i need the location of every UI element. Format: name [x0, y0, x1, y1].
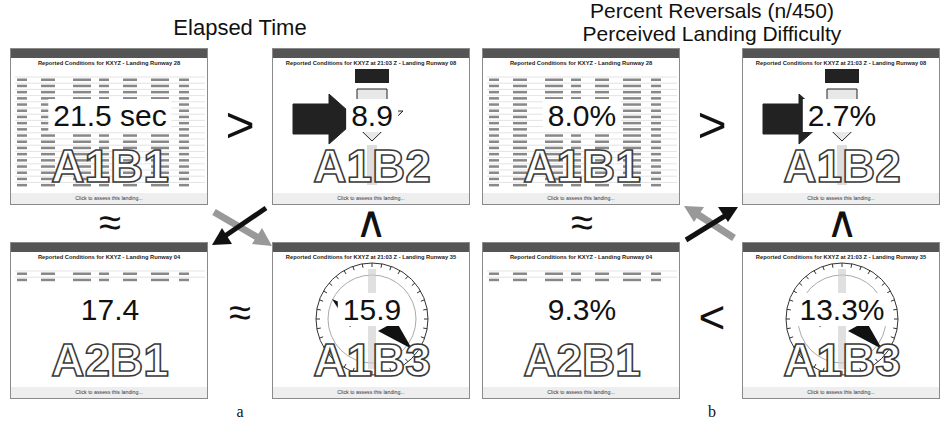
- screen-heading: Reported Conditions for KXYZ - Landing R…: [11, 254, 207, 260]
- measure-value: 8.0%: [543, 99, 621, 132]
- panel-title: Perceived Landing Difficulty: [583, 22, 842, 45]
- condition-label: A2B1: [51, 337, 169, 383]
- landing-screenshot: Reported Conditions for KXYZ - Landing R…: [482, 48, 680, 205]
- condition-label: A2B1: [523, 337, 641, 383]
- condition-label: A1B2: [313, 143, 431, 189]
- comparison-symbol: >: [225, 98, 254, 153]
- screen-heading: Reported Conditions for KXYZ - Landing R…: [483, 254, 679, 260]
- panel-letter: b: [708, 403, 716, 421]
- landing-screenshot: Reported Conditions for KXYZ at 21:03 Z …: [272, 48, 470, 205]
- condition-label: A1B1: [51, 143, 169, 189]
- crossed-arrows-b: [684, 206, 738, 240]
- comparison-symbol: <: [699, 292, 726, 343]
- comparison-symbol: ≈: [229, 290, 251, 334]
- comparison-symbol: ≈: [99, 200, 121, 244]
- landing-screenshot: Reported Conditions for KXYZ - Landing R…: [10, 242, 208, 399]
- comparison-symbol: ≈: [571, 200, 593, 244]
- screen-footer: Click to assess this landing...: [743, 389, 939, 395]
- measure-value: 2.7%: [803, 99, 881, 132]
- crossed-arrows-a: [212, 208, 272, 246]
- landing-screenshot: Reported Conditions for KXYZ - Landing R…: [482, 242, 680, 399]
- measure-value: 8.9: [346, 99, 398, 132]
- measure-value: 17.4: [76, 293, 144, 326]
- condition-label: A1B3: [783, 337, 901, 383]
- screen-heading: Reported Conditions for KXYZ at 21:03 Z …: [273, 60, 469, 66]
- screen-footer: Click to assess this landing...: [273, 389, 469, 395]
- measure-value: 9.3%: [543, 293, 621, 326]
- panel-letter: a: [236, 403, 243, 421]
- measure-value: 21.5 sec: [48, 99, 171, 132]
- condition-label: A1B2: [783, 143, 901, 189]
- comparison-symbol: >: [697, 98, 726, 153]
- condition-label: A1B3: [313, 337, 431, 383]
- condition-label: A1B1: [523, 143, 641, 189]
- screen-heading: Reported Conditions for KXYZ at 21:03 Z …: [743, 254, 939, 260]
- landing-screenshot: Reported Conditions for KXYZ - Landing R…: [10, 48, 208, 205]
- landing-screenshot: Reported Conditions for KXYZ at 21:03 Z …: [272, 242, 470, 399]
- screen-heading: Reported Conditions for KXYZ at 21:03 Z …: [743, 60, 939, 66]
- measure-value: 15.9: [338, 293, 406, 326]
- panel-title: Percent Reversals (n/450): [590, 0, 834, 22]
- screen-heading: Reported Conditions for KXYZ - Landing R…: [483, 60, 679, 66]
- screen-heading: Reported Conditions for KXYZ at 21:03 Z …: [273, 254, 469, 260]
- comparison-symbol: ∧: [355, 198, 387, 246]
- panel-title: Elapsed Time: [173, 16, 306, 40]
- landing-screenshot: Reported Conditions for KXYZ at 21:03 Z …: [742, 48, 940, 205]
- screen-heading: Reported Conditions for KXYZ - Landing R…: [11, 60, 207, 66]
- screen-footer: Click to assess this landing...: [483, 389, 679, 395]
- measure-value: 13.3%: [794, 293, 889, 326]
- landing-screenshot: Reported Conditions for KXYZ at 21:03 Z …: [742, 242, 940, 399]
- comparison-symbol: ∧: [826, 198, 858, 246]
- screen-footer: Click to assess this landing...: [11, 389, 207, 395]
